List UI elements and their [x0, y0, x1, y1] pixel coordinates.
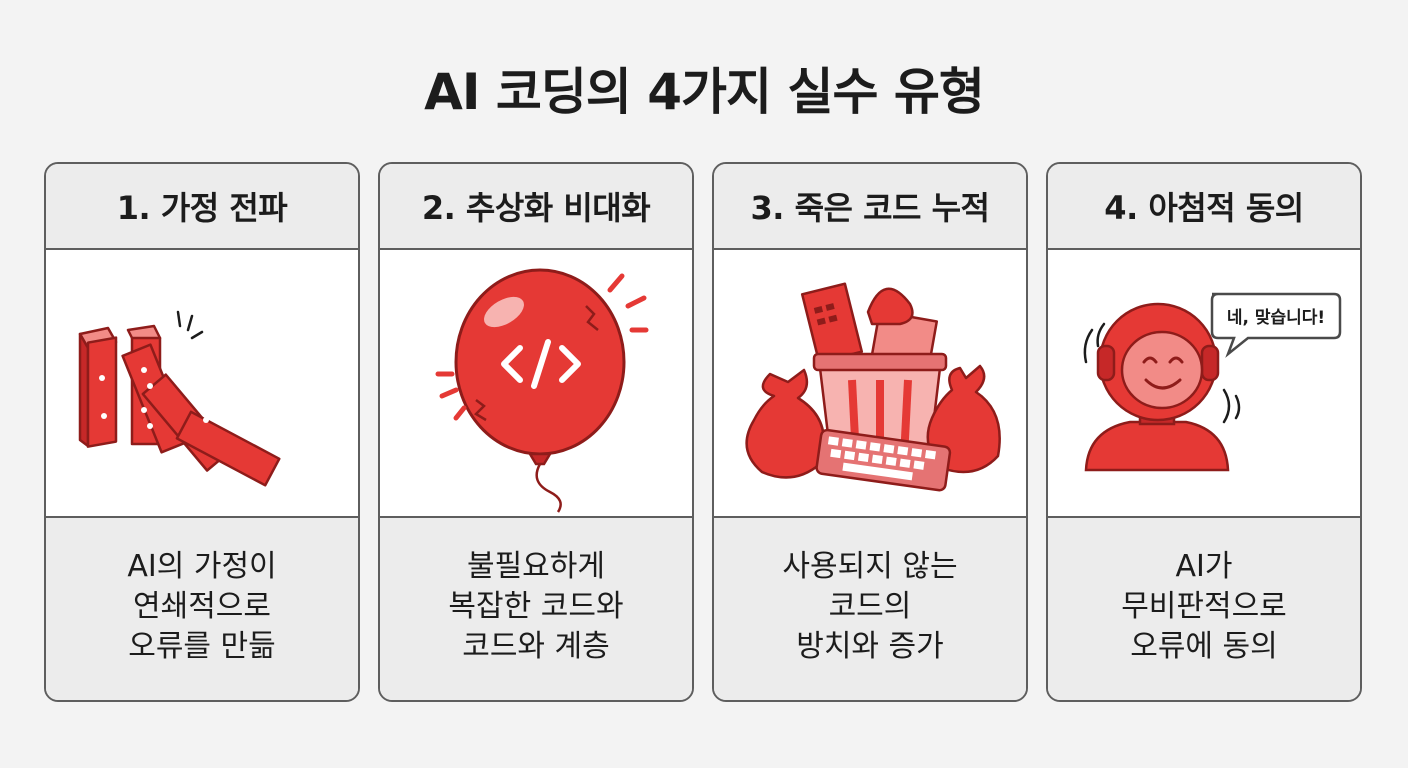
- mistake-card-assumption-propagation: 1. 가정 전파: [44, 162, 360, 702]
- mistake-card-abstraction-bloat: 2. 추상화 비대화 불필: [378, 162, 694, 702]
- card-description: AI의 가정이 연쇄적으로 오류를 만듦: [46, 516, 358, 700]
- mistake-card-dead-code: 3. 죽은 코드 누적: [712, 162, 1028, 702]
- description-line: 불필요하게: [466, 549, 605, 584]
- falling-dominoes-icon: [78, 310, 311, 487]
- bursting-code-balloon-icon: [435, 268, 649, 513]
- mistake-card-sycophantic-agreement: 4. 아첨적 동의 네, 맞습니다!: [1046, 162, 1362, 702]
- description-line: 오류를 만듦: [128, 629, 276, 664]
- description-line: 무비판적으로: [1121, 589, 1287, 624]
- description-line: AI의 가정이: [127, 549, 277, 584]
- card-heading: 1. 가정 전파: [46, 164, 358, 250]
- card-illustration: 네, 맞습니다!: [1048, 250, 1360, 621]
- overflowing-trash-icon: [745, 282, 1001, 492]
- card-heading: 3. 죽은 코드 누적: [714, 164, 1026, 250]
- card-heading: 2. 추상화 비대화: [380, 164, 692, 250]
- description-line: 복잡한 코드와: [448, 589, 624, 624]
- description-line: 사용되지 않는: [782, 549, 958, 584]
- card-illustration: [46, 250, 358, 621]
- card-description: 불필요하게 복잡한 코드와 코드와 계층: [380, 516, 692, 700]
- card-description: 사용되지 않는 코드의 방치와 증가: [714, 516, 1026, 700]
- card-heading: 4. 아첨적 동의: [1048, 164, 1360, 250]
- speech-bubble: [1210, 292, 1342, 358]
- page-title: AI 코딩의 4가지 실수 유형: [424, 63, 985, 121]
- description-line: AI가: [1175, 549, 1233, 584]
- description-line: 방치와 증가: [796, 629, 944, 664]
- description-line: 코드의: [828, 589, 912, 624]
- agreeing-robot-icon: 네, 맞습니다!: [1083, 292, 1342, 472]
- card-illustration: [714, 250, 1026, 621]
- description-line: 코드와 계층: [462, 629, 610, 664]
- description-line: 오류에 동의: [1130, 629, 1278, 664]
- card-illustration: [380, 250, 692, 621]
- card-description: AI가 무비판적으로 오류에 동의: [1048, 516, 1360, 700]
- speech-bubble-text: 네, 맞습니다!: [1227, 308, 1325, 328]
- description-line: 연쇄적으로: [133, 589, 271, 624]
